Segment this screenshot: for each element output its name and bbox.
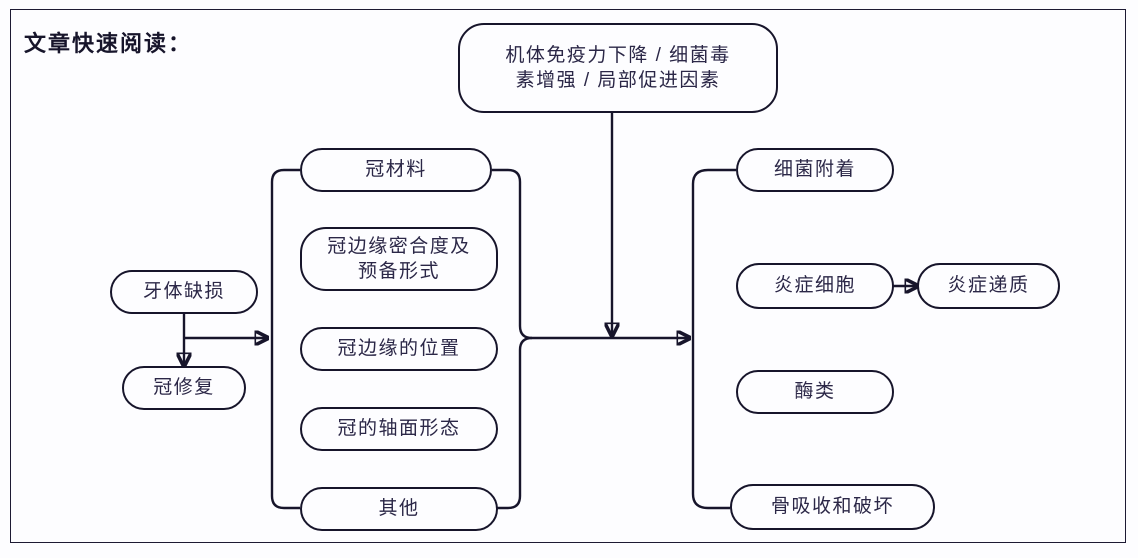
node-bacterial-adhesion-label: 细菌附着: [773, 159, 856, 181]
node-inflammatory-cells-label: 炎症细胞: [773, 275, 856, 297]
node-top-factors-line1: 机体免疫力下降 / 细菌毒: [505, 44, 731, 66]
node-top-factors-line2: 素增强 / 局部促进因素: [515, 70, 721, 91]
node-crown-restoration[interactable]: 冠修复: [122, 366, 246, 410]
node-crown-restoration-label: 冠修复: [153, 377, 215, 399]
node-inflammatory-cells[interactable]: 炎症细胞: [736, 263, 894, 309]
node-bone-resorption-label: 骨吸收和破坏: [770, 496, 894, 518]
node-margin-fit[interactable]: 冠边缘密合度及 预备形式: [300, 227, 498, 291]
page-title: 文章快速阅读：: [24, 31, 193, 56]
node-top-factors[interactable]: 机体免疫力下降 / 细菌毒 素增强 / 局部促进因素: [458, 23, 778, 113]
node-margin-position[interactable]: 冠边缘的位置: [300, 327, 498, 371]
node-axial-form-label: 冠的轴面形态: [337, 418, 461, 440]
node-axial-form[interactable]: 冠的轴面形态: [300, 407, 498, 451]
node-inflammatory-mediators-label: 炎症递质: [947, 275, 1030, 297]
node-bacterial-adhesion[interactable]: 细菌附着: [736, 148, 894, 192]
node-crown-material-label: 冠材料: [365, 159, 427, 181]
node-bone-resorption[interactable]: 骨吸收和破坏: [730, 484, 935, 530]
node-other[interactable]: 其他: [300, 487, 498, 531]
node-tooth-defect-label: 牙体缺损: [142, 281, 225, 303]
node-crown-material[interactable]: 冠材料: [300, 148, 492, 192]
node-inflammatory-mediators[interactable]: 炎症递质: [917, 263, 1060, 309]
node-margin-fit-line1: 冠边缘密合度及: [327, 235, 471, 257]
node-enzymes-label: 酶类: [794, 381, 836, 403]
node-margin-fit-line2: 预备形式: [357, 261, 440, 282]
node-margin-position-label: 冠边缘的位置: [337, 338, 461, 360]
node-other-label: 其他: [378, 498, 420, 520]
node-enzymes[interactable]: 酶类: [736, 370, 894, 414]
node-tooth-defect[interactable]: 牙体缺损: [110, 270, 258, 314]
